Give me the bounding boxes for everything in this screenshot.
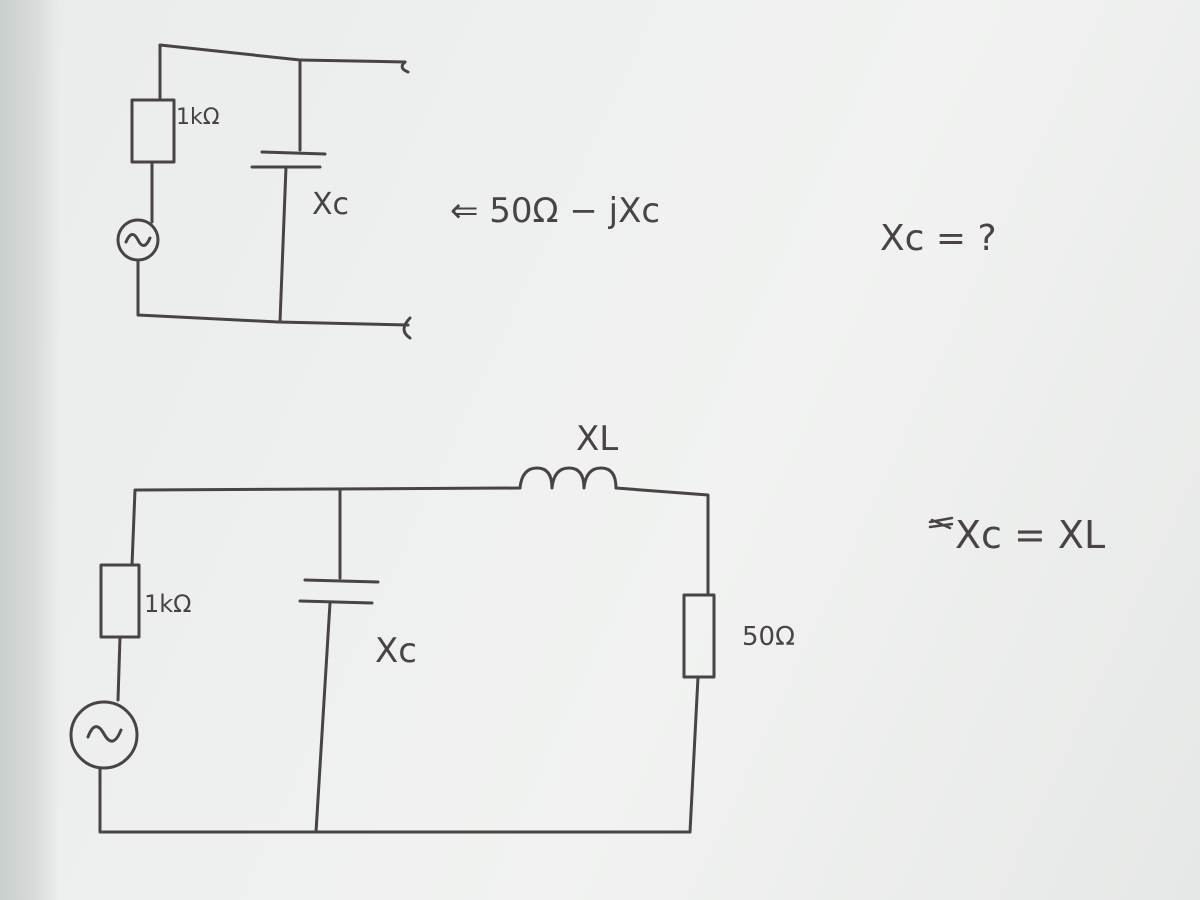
top-resistor-label: 1kΩ: [176, 105, 220, 130]
paper-edge: [0, 0, 60, 900]
bottom-top-wire: [138, 486, 522, 492]
scribble-mark: [928, 516, 954, 530]
bottom-bottom-wire: [98, 766, 317, 834]
bottom-capacitor-label: Xc: [375, 631, 417, 671]
top-capacitor-label: Xc: [312, 187, 349, 222]
top-circuit: [116, 43, 412, 340]
bottom-ac-source: [69, 700, 139, 770]
bottom-left-wire-mid: [116, 635, 122, 702]
top-cap-plate-1: [260, 150, 327, 156]
bottom-load-label: 50Ω: [742, 622, 795, 652]
bottom-load-resistor: [682, 593, 716, 679]
top-top-wire: [298, 58, 407, 64]
bottom-ac-sine: [86, 725, 123, 743]
top-left-wire-upper: [158, 43, 302, 102]
bottom-cap-lead-lower: [314, 601, 332, 834]
top-resistor: [130, 98, 176, 164]
bottom-resistor: [99, 563, 141, 639]
top-terminal-lower: [402, 316, 412, 340]
top-cap-lead-lower: [278, 165, 288, 324]
top-bottom-wire: [276, 320, 410, 327]
bottom-circuit: [69, 466, 716, 834]
bottom-inductor: [518, 466, 618, 490]
bottom-top-right-wire: [614, 486, 710, 597]
bottom-condition: Xc = XL: [955, 513, 1105, 557]
top-impedance-expression: ⇐ 50Ω − jXc: [450, 191, 660, 231]
top-terminal-upper: [400, 60, 410, 74]
bottom-cap-plate-2: [298, 599, 374, 605]
bottom-left-wire-upper: [130, 488, 142, 567]
bottom-resistor-label: 1kΩ: [144, 590, 192, 618]
top-question: Xc = ?: [880, 218, 997, 259]
top-left-wire-lower: [136, 258, 280, 324]
bottom-right-wire-lower: [313, 675, 700, 834]
top-ac-sine: [124, 233, 152, 247]
bottom-cap-plate-1: [303, 578, 380, 584]
bottom-inductor-label: XL: [576, 419, 618, 459]
